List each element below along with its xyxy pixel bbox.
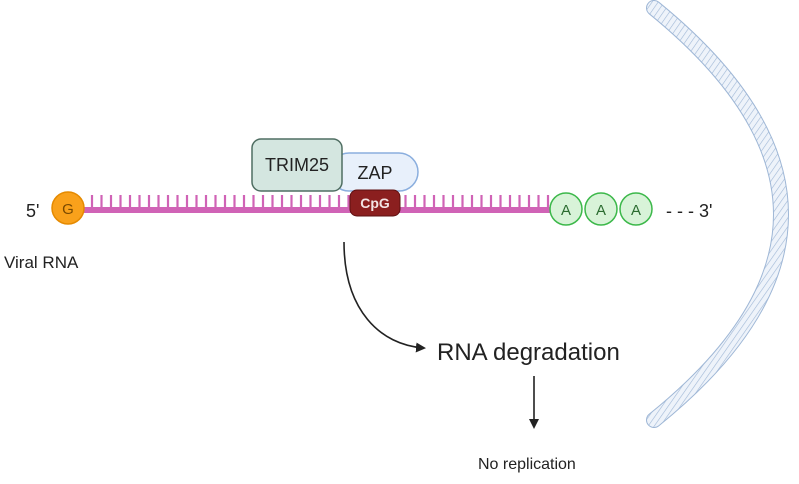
five-prime-cap: G: [51, 191, 85, 225]
trim25-label: TRIM25: [265, 155, 329, 175]
poly-a-base: A: [631, 202, 641, 219]
cell-membrane-arc: [646, 0, 789, 428]
rna-strand: [82, 195, 556, 213]
rna-degradation-label: RNA degradation: [437, 339, 620, 366]
degradation-arrow: [343, 241, 426, 353]
no-replication-label: No replication: [478, 456, 576, 473]
poly-a-base: A: [561, 202, 571, 219]
poly-a-tail: A A A: [549, 192, 653, 226]
five-prime-label: 5': [26, 201, 39, 221]
zap-label: ZAP: [357, 163, 392, 183]
zap-protein: ZAP: [329, 152, 419, 192]
viral-rna-label: Viral RNA: [4, 253, 79, 272]
three-prime-label: - - - 3': [666, 201, 712, 221]
cap-letter: G: [62, 201, 74, 218]
cpg-label: CpG: [360, 195, 390, 211]
cpg-motif: CpG: [349, 189, 401, 217]
trim25-protein: TRIM25: [251, 138, 343, 192]
poly-a-base: A: [596, 202, 606, 219]
